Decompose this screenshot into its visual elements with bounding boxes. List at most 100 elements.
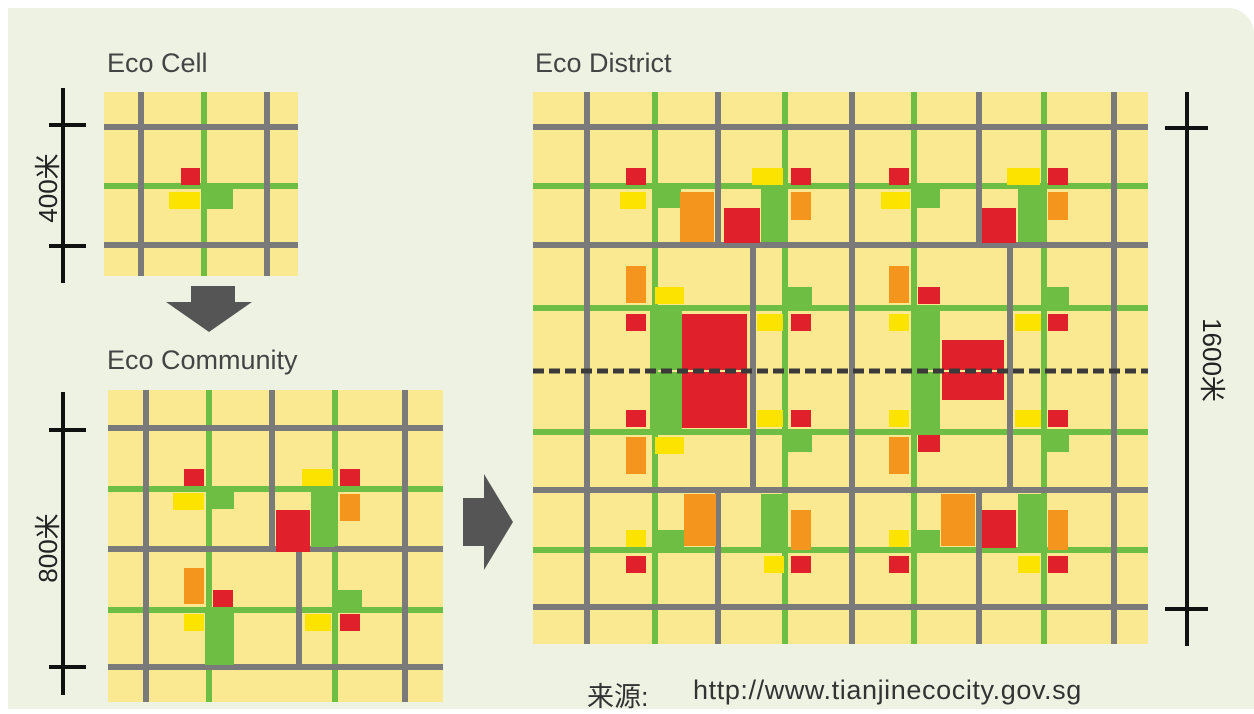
residential-block xyxy=(173,493,204,510)
eco-community-title: Eco Community xyxy=(107,345,298,375)
residential-block xyxy=(889,530,909,547)
green-block xyxy=(1044,432,1069,452)
green-block xyxy=(655,186,681,208)
green-block xyxy=(205,610,234,665)
civic-block xyxy=(724,208,760,243)
residential-block xyxy=(881,192,910,209)
civic-block xyxy=(889,556,909,573)
commercial-block xyxy=(791,510,811,550)
residential-block xyxy=(626,530,646,547)
community-dimension-label: 800米 xyxy=(33,513,63,583)
green-block xyxy=(204,186,233,209)
civic-block xyxy=(889,168,909,185)
green-block xyxy=(1044,287,1069,308)
green-block xyxy=(785,432,812,452)
civic-block xyxy=(626,314,646,331)
eco-cell-diagram xyxy=(104,92,298,276)
civic-block xyxy=(1048,168,1068,185)
commercial-block xyxy=(626,266,646,303)
civic-block xyxy=(213,590,233,607)
residential-block xyxy=(757,410,783,427)
commercial-block xyxy=(184,568,204,604)
residential-block xyxy=(184,614,204,631)
commercial-block xyxy=(889,266,909,303)
residential-block xyxy=(757,314,783,331)
residential-block xyxy=(764,556,784,573)
civic-block xyxy=(791,410,811,427)
civic-block xyxy=(942,372,1004,400)
civic-block xyxy=(184,469,204,486)
civic-block xyxy=(791,314,811,331)
green-block xyxy=(655,530,684,550)
civic-block xyxy=(340,614,360,631)
civic-block xyxy=(918,287,940,304)
commercial-block xyxy=(626,437,646,474)
residential-block xyxy=(1015,410,1041,427)
civic-block xyxy=(982,208,1016,243)
commercial-block xyxy=(680,192,714,242)
green-block xyxy=(650,308,682,370)
civic-block xyxy=(682,314,747,370)
civic-block xyxy=(276,510,310,552)
green-block xyxy=(650,372,682,430)
residential-block xyxy=(1007,168,1040,185)
civic-block xyxy=(1048,314,1068,331)
eco-district-diagram xyxy=(533,92,1148,644)
civic-block xyxy=(918,435,940,452)
district-dimension-label: 1600米 xyxy=(1197,318,1227,402)
civic-block xyxy=(942,340,1004,370)
commercial-block xyxy=(1048,510,1068,550)
civic-block xyxy=(626,556,646,573)
cell-dimension-label: 400米 xyxy=(33,153,63,223)
civic-block xyxy=(340,469,360,486)
commercial-block xyxy=(340,494,360,521)
residential-block xyxy=(305,614,331,631)
green-block xyxy=(209,489,234,509)
eco-district-title: Eco District xyxy=(535,48,672,78)
dimension-line-cell xyxy=(49,88,86,283)
residential-block xyxy=(302,469,333,486)
civic-block xyxy=(1048,556,1068,573)
dimension-line-district xyxy=(1165,92,1208,646)
green-block xyxy=(912,372,940,430)
eco-cell-title: Eco Cell xyxy=(107,48,208,78)
arrow-down-icon xyxy=(166,286,252,332)
residential-block xyxy=(1015,314,1041,331)
green-block xyxy=(1018,494,1044,548)
residential-block xyxy=(655,287,684,304)
eco-community-diagram xyxy=(108,390,443,702)
civic-block xyxy=(791,168,811,185)
commercial-block xyxy=(941,494,975,546)
residential-block xyxy=(620,192,646,209)
civic-block xyxy=(1048,410,1068,427)
green-block xyxy=(761,494,785,548)
civic-block xyxy=(181,168,200,185)
green-block xyxy=(785,287,812,308)
residential-block xyxy=(752,168,783,185)
green-block xyxy=(1018,186,1044,242)
commercial-block xyxy=(889,437,909,474)
residential-block xyxy=(889,314,909,331)
civic-block xyxy=(791,556,811,573)
arrow-right-icon xyxy=(463,474,513,570)
civic-block xyxy=(626,168,646,185)
residential-block xyxy=(655,437,684,454)
residential-block xyxy=(169,192,200,209)
source-label: 来源: xyxy=(587,682,649,712)
civic-block xyxy=(626,410,646,427)
green-block xyxy=(311,489,335,547)
civic-block xyxy=(682,372,747,428)
green-block xyxy=(914,186,940,208)
green-block xyxy=(914,530,940,550)
residential-block xyxy=(1018,556,1040,573)
green-block xyxy=(761,186,785,242)
dimension-line-community xyxy=(49,392,86,695)
commercial-block xyxy=(1048,192,1068,220)
residential-block xyxy=(889,410,909,427)
source-url: http://www.tianjinecocity.gov.sg xyxy=(693,675,1082,705)
commercial-block xyxy=(684,494,716,546)
green-block xyxy=(335,590,362,610)
green-block xyxy=(912,308,940,370)
civic-block xyxy=(982,510,1016,548)
